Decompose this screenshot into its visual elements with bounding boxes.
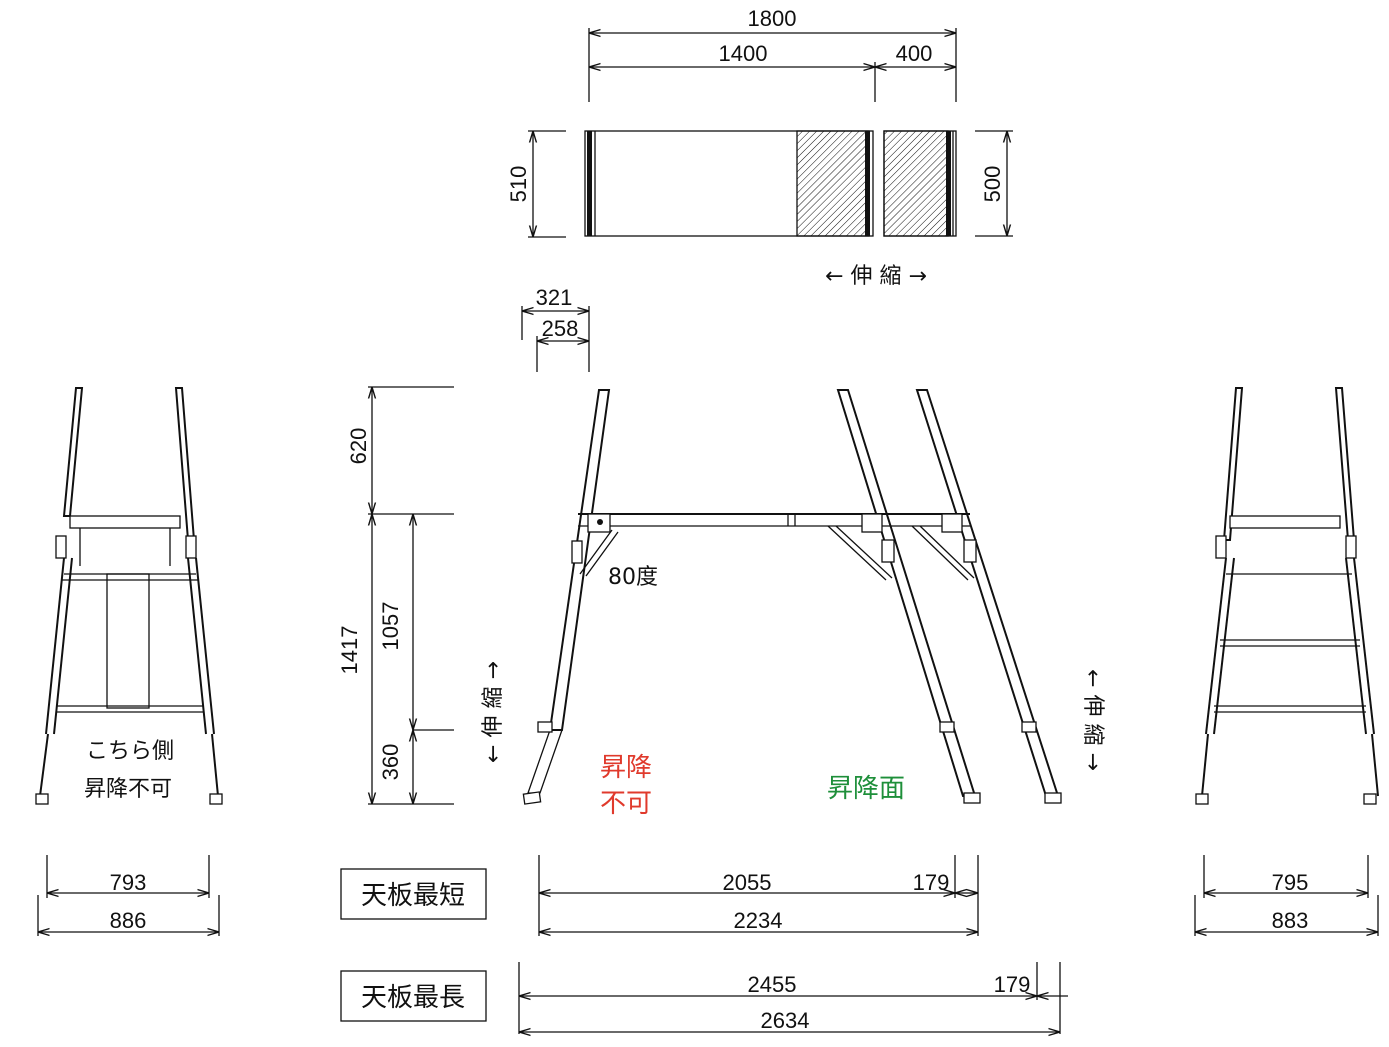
- top-view: 1800 1400 400 510 500 ← 伸 縮 →: [506, 6, 1013, 289]
- dim-1057: 1057: [378, 602, 403, 651]
- dim-1417: 1417: [337, 626, 362, 675]
- dim-400: 400: [896, 41, 933, 66]
- dim-2455: 2455: [748, 972, 797, 997]
- dim-360: 360: [378, 744, 403, 781]
- left-end-view: こちら側 昇降不可 793 886: [35, 387, 223, 936]
- top-plate-extension: [883, 130, 957, 237]
- dim-321: 321: [536, 285, 573, 310]
- dim-883: 883: [1272, 908, 1309, 933]
- dim-2634: 2634: [761, 1008, 810, 1033]
- no-climb-label-1: 昇降: [600, 753, 652, 783]
- dim-500: 500: [980, 166, 1005, 203]
- dim-258: 258: [542, 316, 579, 341]
- top-plate-hatched-section: [796, 130, 870, 237]
- top-plate-extension-hatched: [883, 130, 949, 237]
- side-view: 321 258 620 1417 1057 360: [337, 285, 1105, 819]
- angle-label: 80度: [608, 565, 658, 590]
- dim-1400: 1400: [719, 41, 768, 66]
- dim-793: 793: [110, 870, 147, 895]
- dim-179-short: 179: [913, 870, 950, 895]
- telescope-label-left: ← 伸 縮 →: [481, 661, 506, 763]
- left-note-1: こちら側: [86, 739, 174, 764]
- dim-620: 620: [346, 428, 371, 465]
- shortest-label-box: [340, 868, 487, 920]
- right-leg-outer: [915, 389, 1060, 797]
- dim-510: 510: [506, 166, 531, 203]
- shortest-dims: 天板最短 2055 179 2234: [340, 855, 979, 936]
- telescope-label-top: ← 伸 縮 →: [825, 264, 927, 289]
- top-plate-main: [584, 130, 874, 237]
- right-leg-inner: [836, 389, 977, 797]
- dim-2055: 2055: [723, 870, 772, 895]
- right-end-view: 795 883: [1194, 387, 1379, 936]
- longest-label-box: [340, 970, 487, 1022]
- shortest-label: 天板最短: [361, 881, 465, 911]
- dim-179-long: 179: [994, 972, 1031, 997]
- dim-1800: 1800: [748, 6, 797, 31]
- longest-label: 天板最長: [361, 983, 465, 1013]
- left-note-2: 昇降不可: [84, 777, 172, 802]
- dim-795: 795: [1272, 870, 1309, 895]
- telescope-label-right: ← 伸 縮 →: [1080, 669, 1105, 771]
- climb-face-label: 昇降面: [827, 774, 905, 804]
- no-climb-label-2: 不可: [600, 789, 652, 819]
- dim-2234: 2234: [734, 908, 783, 933]
- longest-dims: 天板最長 2455 179 2634: [340, 962, 1068, 1034]
- dim-886: 886: [110, 908, 147, 933]
